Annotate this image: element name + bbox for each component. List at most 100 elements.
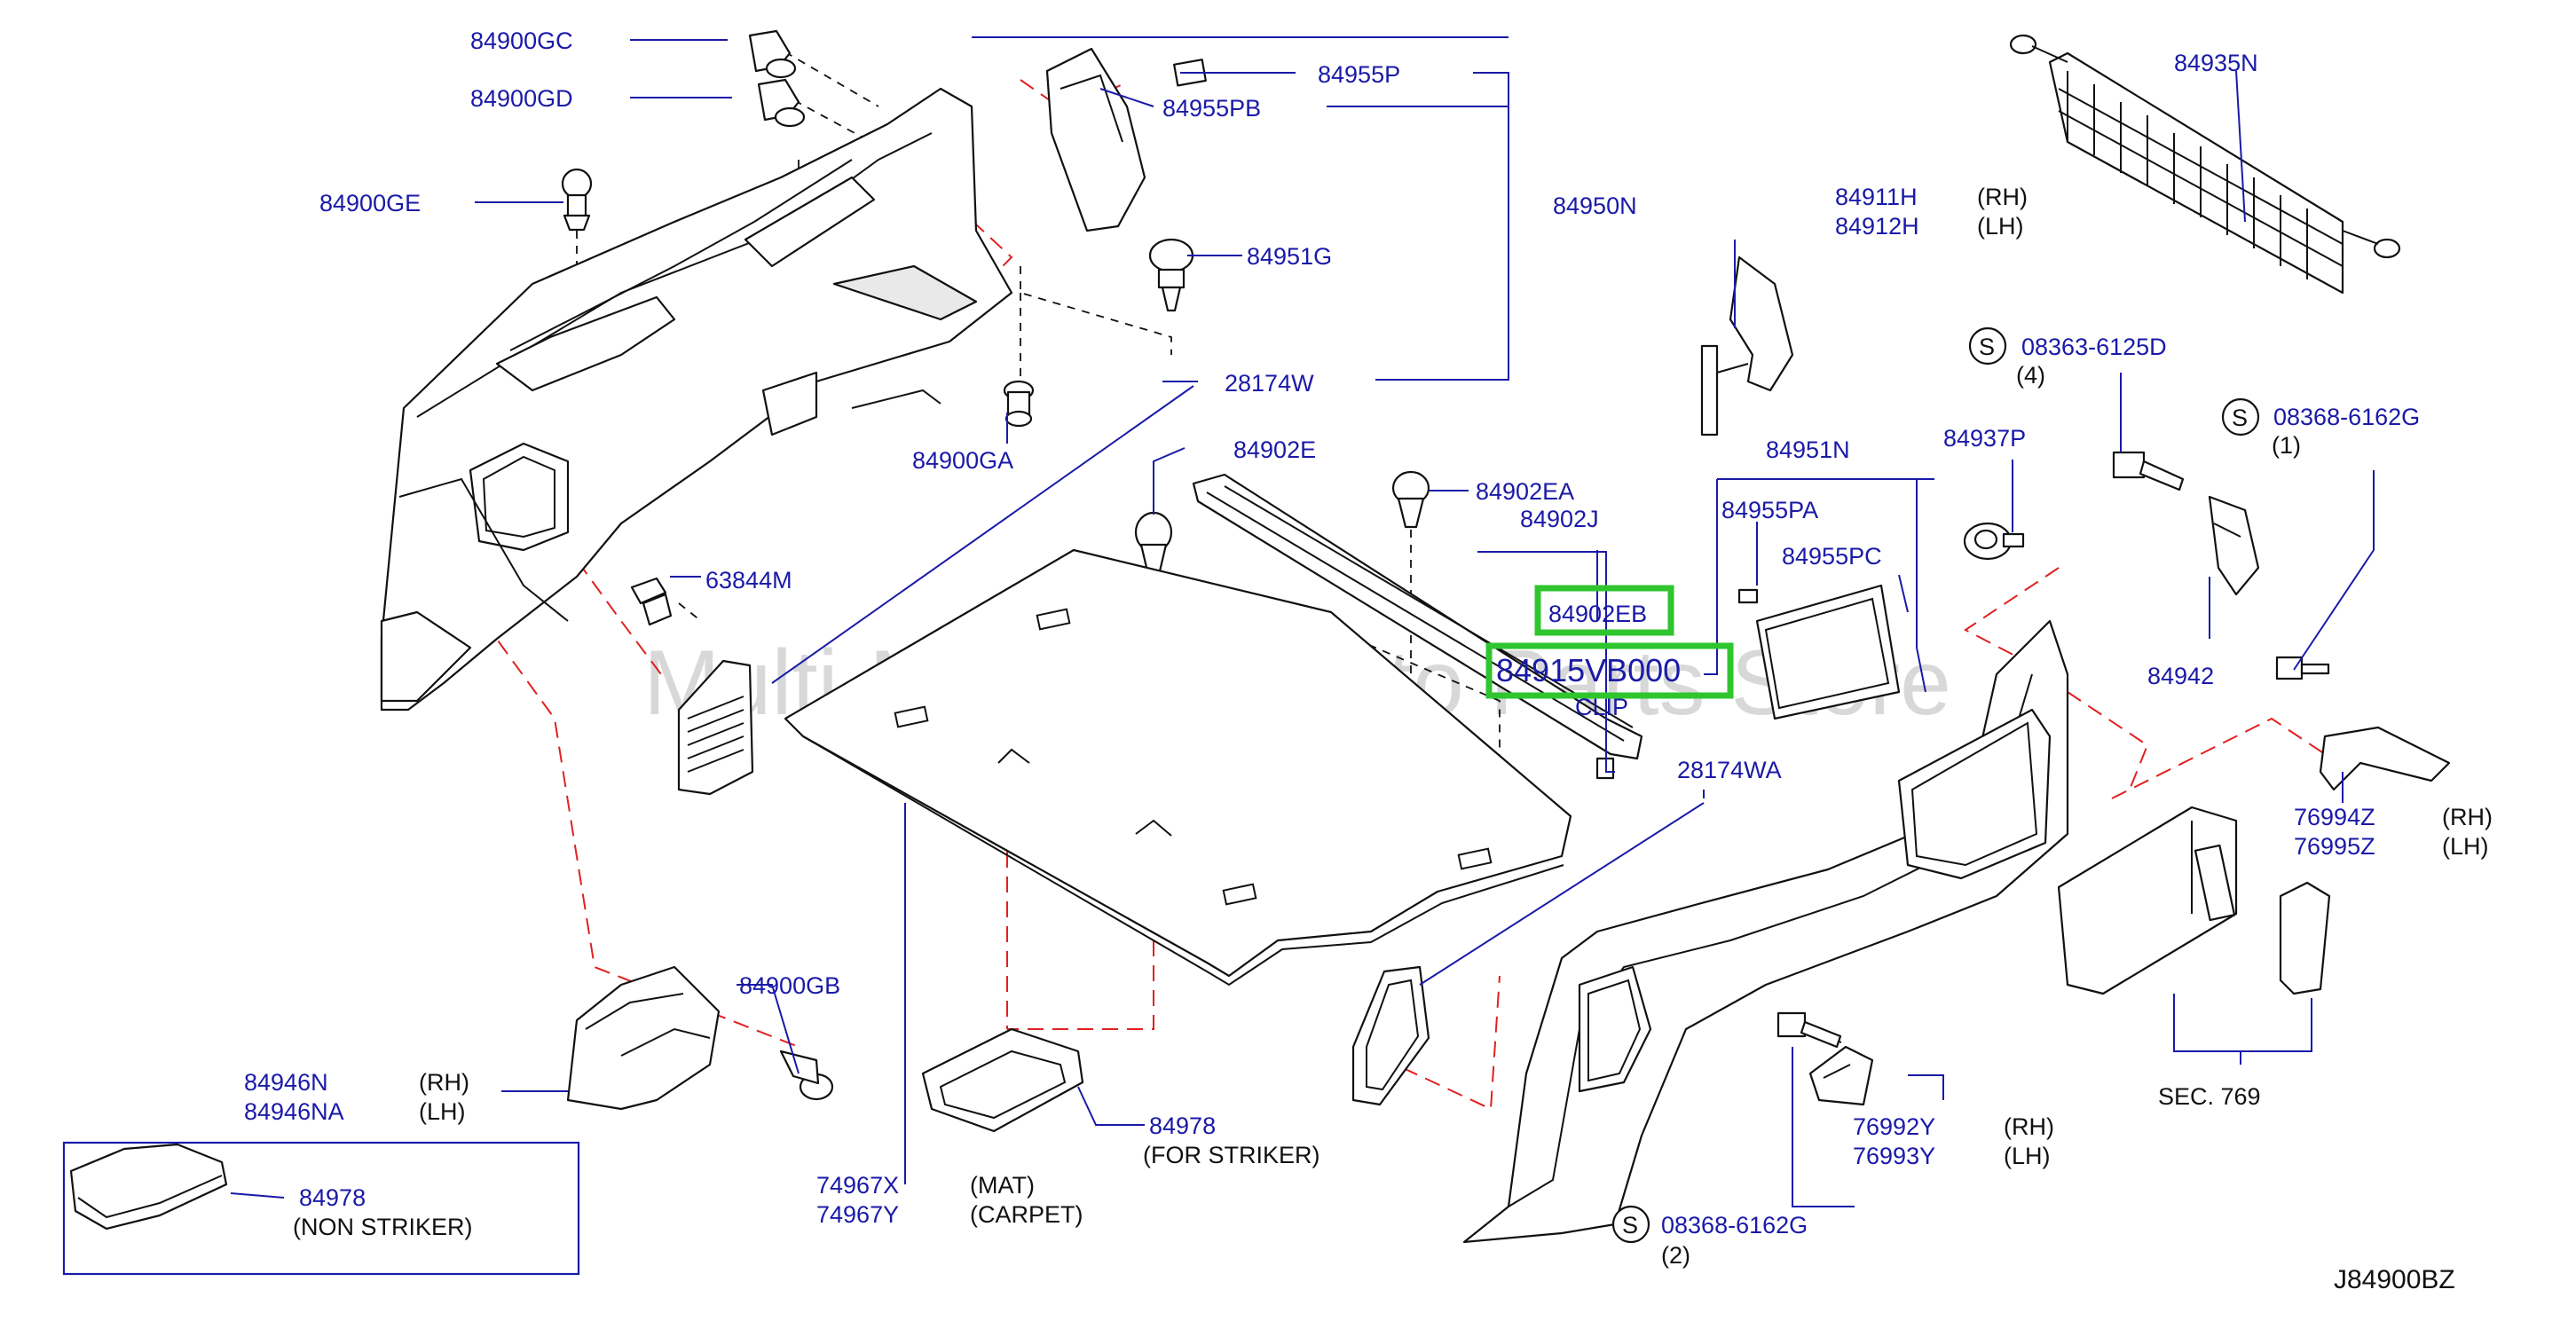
note-rh-84946N: (RH) (419, 1069, 469, 1096)
note-qty-4: (4) (2016, 362, 2045, 389)
label-74967X[interactable]: 74967X (816, 1172, 899, 1199)
note-for-striker: (FOR STRIKER) (1143, 1142, 1320, 1168)
label-63844M[interactable]: 63844M (705, 567, 792, 594)
note-lh-84946NA: (LH) (419, 1098, 466, 1125)
label-84978-non-striker[interactable]: 84978 (299, 1184, 366, 1211)
bolt-08363-6125D (2112, 451, 2185, 491)
non-striker-frame (62, 1141, 580, 1276)
label-76993Y[interactable]: 76993Y (1853, 1143, 1935, 1169)
label-84902EB[interactable]: 84902EB (1548, 601, 1647, 627)
label-84900GD[interactable]: 84900GD (470, 85, 573, 112)
upper-trim-pieces (1045, 47, 1207, 232)
label-28174WA[interactable]: 28174WA (1677, 757, 1782, 783)
clip-84902EA (1391, 470, 1430, 529)
label-84935N[interactable]: 84935N (2174, 50, 2258, 76)
s-marker-08363 (1968, 326, 2007, 366)
label-76994Z[interactable]: 76994Z (2294, 804, 2375, 830)
clip-63844M (630, 577, 673, 626)
label-08368-6162G-bottom[interactable]: 08368-6162G (1661, 1212, 1808, 1238)
part-labels: 84900GC 84900GD 84900GE 84955P 84955PB 8… (244, 28, 2493, 1294)
note-mat: (MAT) (970, 1172, 1035, 1199)
label-28174W[interactable]: 28174W (1225, 370, 1314, 397)
bracket-76992Y (1808, 1045, 1874, 1106)
part-84955PB (1045, 47, 1146, 232)
label-84950N[interactable]: 84950N (1553, 193, 1637, 219)
bolt-08368-6162G-right (2275, 656, 2330, 680)
bracket-76994Z (2319, 726, 2451, 791)
note-rh-76994Z: (RH) (2442, 804, 2493, 830)
highlight-box-84902EB (1534, 585, 1674, 636)
clip-84951G (1148, 238, 1194, 312)
label-84955PA[interactable]: 84955PA (1721, 497, 1818, 523)
label-84902J[interactable]: 84902J (1520, 506, 1599, 532)
label-84900GC[interactable]: 84900GC (470, 28, 573, 54)
right-side-trim-panel (1462, 584, 2069, 1244)
label-84900GB[interactable]: 84900GB (739, 972, 840, 999)
bolt-08368-6162G-bottom (1776, 1011, 1842, 1049)
sec-769-parts (2057, 806, 2331, 995)
label-84946NA[interactable]: 84946NA (244, 1098, 344, 1125)
label-84946N[interactable]: 84946N (244, 1069, 328, 1096)
label-84955PC[interactable]: 84955PC (1782, 543, 1882, 570)
label-clip: CLIP (1575, 694, 1628, 720)
label-84951G[interactable]: 84951G (1247, 243, 1332, 270)
part-84955PC (1755, 584, 1901, 720)
label-84902E[interactable]: 84902E (1233, 436, 1316, 463)
s-marker-08363-text: S (1979, 334, 1995, 360)
s-marker-08368-right-text: S (2232, 405, 2248, 431)
cargo-net (2009, 34, 2401, 295)
note-non-striker: (NON STRIKER) (293, 1214, 473, 1240)
label-74967Y[interactable]: 74967Y (816, 1201, 899, 1228)
note-qty-2: (2) (1661, 1242, 1690, 1269)
fasteners (561, 29, 2330, 1101)
clip-84900GB (779, 1050, 834, 1101)
label-84900GA[interactable]: 84900GA (912, 447, 1013, 474)
clip-84900GC (748, 29, 797, 79)
label-76992Y[interactable]: 76992Y (1853, 1113, 1935, 1140)
clip-84937P (1963, 522, 2025, 561)
left-vent-grille (677, 659, 754, 796)
label-84955P[interactable]: 84955P (1318, 61, 1400, 88)
label-84978-striker[interactable]: 84978 (1149, 1113, 1216, 1139)
label-08363-6125D[interactable]: 08363-6125D (2021, 334, 2167, 360)
s-marker-08368-bottom-text: S (1622, 1212, 1638, 1238)
left-side-trim-panel (380, 87, 1013, 712)
clip-84900GE (561, 168, 593, 232)
leader-lines (230, 36, 2375, 1207)
note-sec-769: SEC. 769 (2158, 1083, 2261, 1110)
note-carpet: (CARPET) (970, 1201, 1083, 1228)
s-markers: S S S (1611, 326, 2260, 1244)
s-marker-08368-right (2221, 397, 2260, 436)
label-84900GE[interactable]: 84900GE (319, 190, 421, 216)
striker-base (921, 1027, 1084, 1133)
note-lh-84912H: (LH) (1977, 213, 2024, 240)
right-vent-grille (1351, 965, 1430, 1106)
luggage-floor-board (784, 548, 1572, 987)
label-84937P[interactable]: 84937P (1943, 425, 2026, 452)
highlight-box-84915VB000 (1485, 642, 1734, 699)
label-84951N[interactable]: 84951N (1766, 436, 1850, 463)
label-08368-6162G-right[interactable]: 08368-6162G (2273, 404, 2420, 430)
label-84902EA[interactable]: 84902EA (1476, 478, 1574, 505)
part-84955PA (1737, 588, 1759, 604)
note-lh-76995Z: (LH) (2442, 833, 2489, 860)
note-qty-1: (1) (2272, 432, 2301, 459)
label-76995Z[interactable]: 76995Z (2294, 833, 2375, 860)
clip-84900GA (1003, 380, 1035, 428)
left-lower-trim-piece (566, 965, 721, 1111)
label-84911H[interactable]: 84911H (1835, 184, 1918, 210)
label-84942[interactable]: 84942 (2147, 663, 2214, 689)
striker-lid (69, 1143, 228, 1231)
label-84955PB[interactable]: 84955PB (1162, 95, 1261, 122)
label-84915VB000[interactable]: 84915VB000 (1496, 652, 1681, 688)
clip-84900GD (757, 78, 806, 128)
note-lh-76993Y: (LH) (2004, 1143, 2051, 1169)
hook-bracket (1700, 256, 1794, 436)
bracket-84942 (2208, 495, 2260, 596)
note-rh-76992Y: (RH) (2004, 1113, 2054, 1140)
diagram-code: J84900BZ (2334, 1265, 2455, 1294)
label-84912H[interactable]: 84912H (1835, 213, 1919, 240)
note-rh-84911H: (RH) (1977, 184, 2028, 210)
